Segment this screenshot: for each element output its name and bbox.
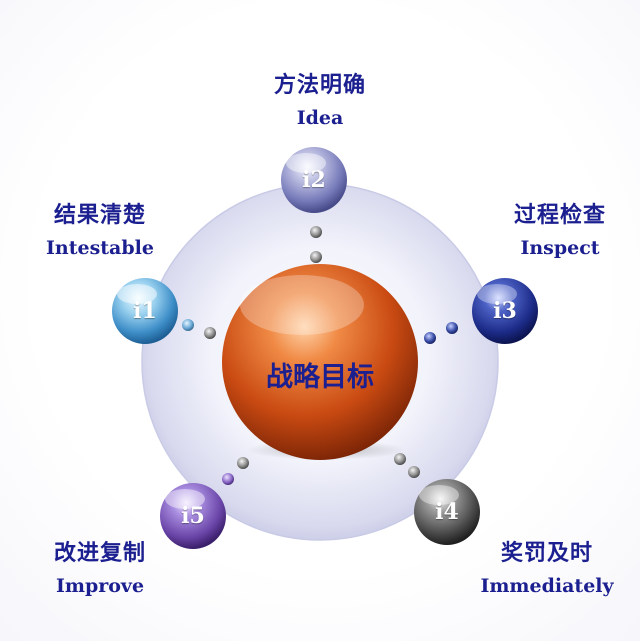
node-sphere-i5 [160,483,226,549]
caption-en: Intestable [46,237,154,259]
node-label-i2: i2 [302,167,326,193]
node-sphere-i2 [281,147,347,213]
caption-zh: 结果清楚 [53,203,146,228]
node-highlight [286,153,326,173]
connector-dot [394,453,406,465]
connector-dots-i4 [394,453,420,478]
center-sphere [222,264,418,460]
caption-i5: 改进复制 Improve [30,540,170,600]
caption-i3: 过程检查 Inspect [490,202,630,262]
connector-dot [237,457,249,469]
node-label-i4: i4 [435,499,459,525]
connector-dot [310,251,322,263]
center-highlight [240,275,364,335]
node-highlight [477,284,517,304]
connector-dots-i1 [182,319,216,339]
node-sphere-i4 [414,479,480,545]
caption-i1: 结果清楚 Intestable [20,202,180,262]
node-sphere-i3 [472,278,538,344]
node-highlight [165,489,205,509]
node-i2 [281,147,347,213]
caption-zh: 方法明确 [273,73,366,98]
caption-en: Immediately [480,575,614,597]
connector-dots-i3 [424,322,458,344]
caption-i2: 方法明确 Idea [230,72,410,132]
connector-dot [204,327,216,339]
caption-zh: 奖罚及时 [500,541,593,566]
node-highlight [419,485,459,505]
node-i1 [112,278,178,344]
node-highlight [117,284,157,304]
node-label-i5: i5 [181,503,205,529]
caption-zh: 改进复制 [53,541,146,566]
caption-en: Idea [296,107,344,129]
connector-dots-i2 [310,226,322,263]
connector-dot [182,319,194,331]
node-label-i3: i3 [493,298,517,324]
connector-dots-i5 [222,457,249,485]
connector-dot [446,322,458,334]
connector-dot [310,226,322,238]
connector-dot [424,332,436,344]
node-i5 [160,483,226,549]
caption-zh: 过程检查 [513,203,606,228]
caption-en: Improve [55,575,145,597]
center-label: 战略目标 [266,362,374,393]
node-i4 [414,479,480,545]
node-label-i1: i1 [133,298,157,324]
connector-dot [222,473,234,485]
connector-dot [408,466,420,478]
caption-i4: 奖罚及时 Immediately [462,540,632,600]
caption-en: Inspect [520,237,600,259]
node-i3 [472,278,538,344]
